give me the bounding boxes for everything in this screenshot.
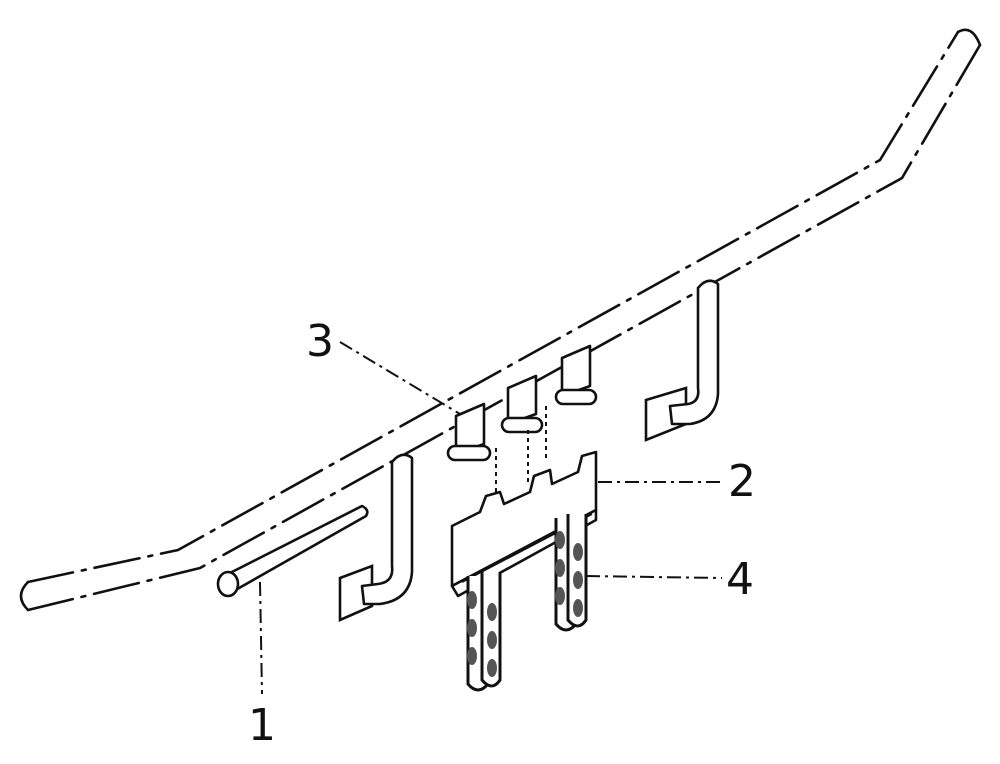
right-hook-bracket: [644, 279, 720, 442]
chains-part-4: [466, 514, 588, 692]
reference-label-1: 1: [248, 700, 276, 751]
reference-label-4: 4: [726, 554, 754, 605]
chain-right: [554, 514, 588, 632]
hinge-clips-part-3: [446, 344, 598, 462]
rod-part-1: [216, 504, 369, 598]
hinge-clip: [554, 344, 598, 406]
left-hook-bracket: [338, 453, 414, 622]
alignment-lines: [495, 406, 547, 492]
frame-tube: [19, 28, 982, 612]
hinge-clip: [446, 402, 492, 462]
leader-lines: [259, 341, 724, 695]
chain-left: [466, 572, 502, 692]
hinge-clip: [500, 374, 544, 434]
reference-label-3: 3: [306, 316, 334, 367]
reference-label-2: 2: [728, 456, 756, 507]
